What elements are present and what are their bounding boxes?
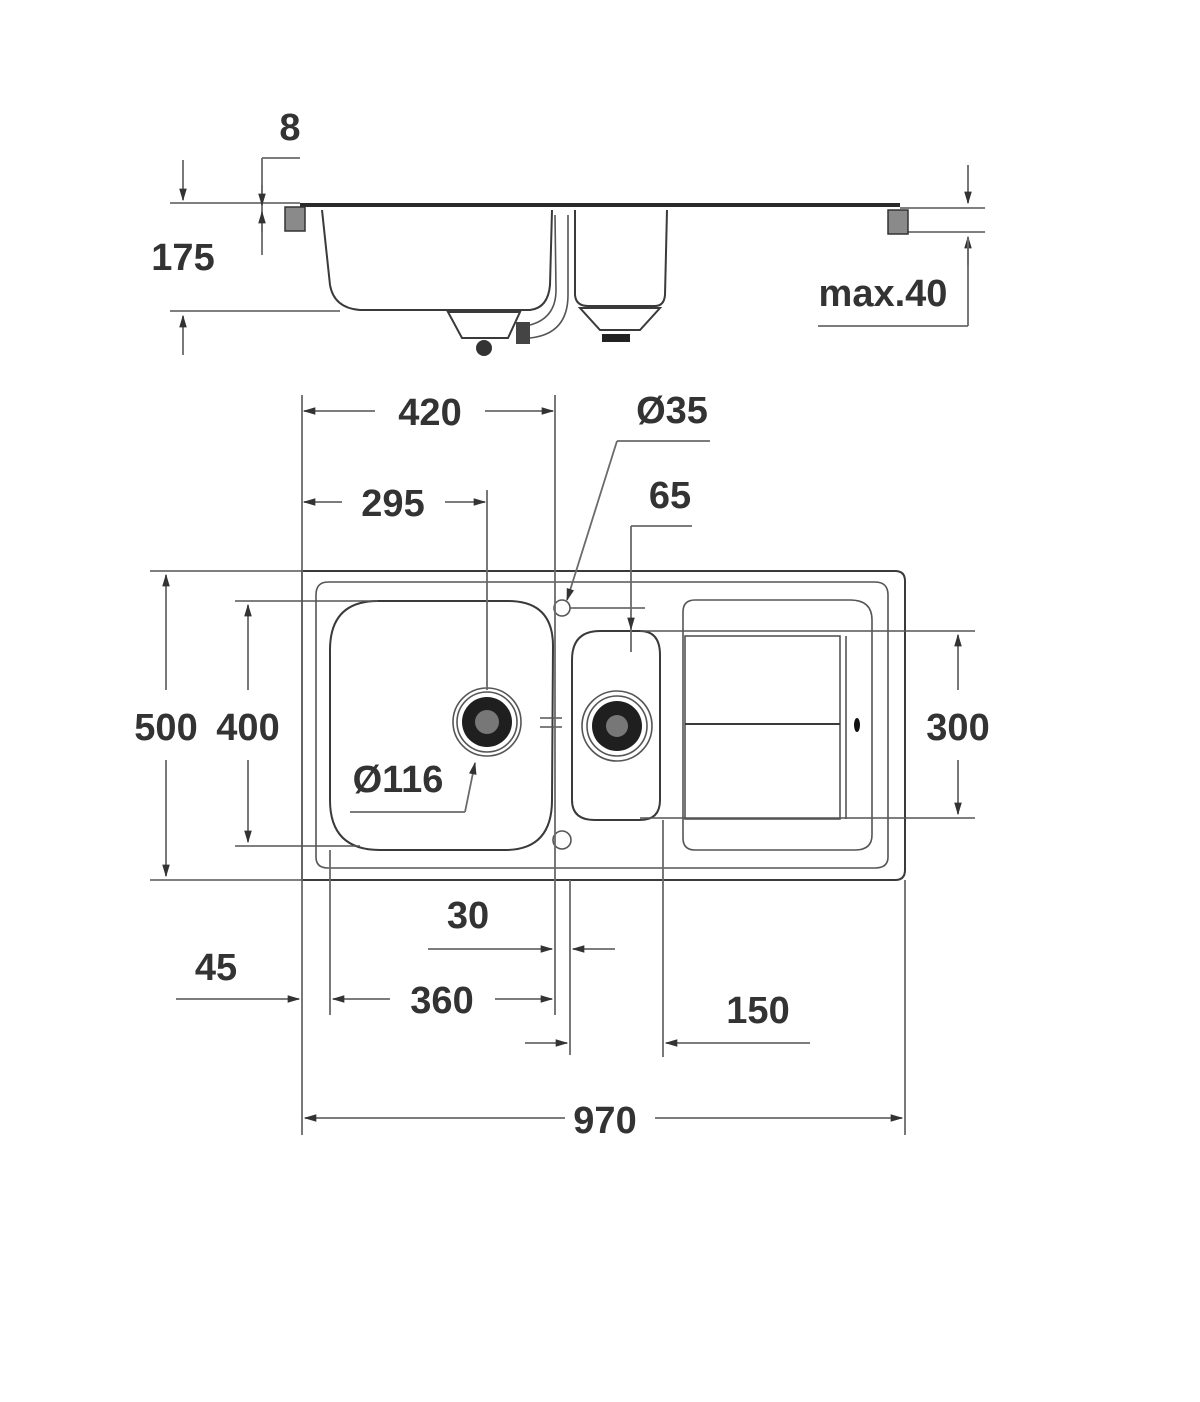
overflow-hole bbox=[552, 830, 572, 850]
main-drain bbox=[452, 687, 522, 757]
dim-overall-depth: 500 bbox=[134, 707, 197, 749]
dim-bowl-depth: 175 bbox=[151, 237, 214, 279]
dim-edge-margin: 45 bbox=[195, 947, 237, 989]
dim-worktop-max: max.40 bbox=[819, 273, 948, 315]
drainer-outlet bbox=[854, 718, 860, 732]
left-clamp-hatch bbox=[284, 206, 306, 232]
dim-overall-width: 970 bbox=[573, 1100, 636, 1142]
plan-view: 420 295 Ø35 65 500 400 Ø116 bbox=[134, 390, 989, 1142]
second-bowl-profile bbox=[574, 209, 668, 307]
dim-drainer-width: 300 bbox=[926, 707, 989, 749]
dim-tap-hole: Ø35 bbox=[636, 390, 708, 432]
sink-outer-outline bbox=[301, 570, 906, 881]
dim-rim-thickness: 8 bbox=[279, 107, 300, 149]
dim-main-drain-offset: 295 bbox=[361, 483, 424, 525]
dim-main-bowl-depth: 400 bbox=[216, 707, 279, 749]
dim-second-bowl-to-drainer: 150 bbox=[726, 990, 789, 1032]
second-waste-fitting bbox=[577, 307, 663, 331]
second-drain bbox=[581, 690, 653, 762]
dim-drain-diameter: Ø116 bbox=[353, 759, 444, 801]
sink-inner-rim bbox=[315, 581, 889, 869]
main-waste-fitting bbox=[446, 311, 522, 339]
main-waste-outlet bbox=[476, 340, 492, 356]
dim-main-bowl-width: 360 bbox=[410, 980, 473, 1022]
right-clamp-hatch bbox=[887, 209, 909, 235]
dim-main-bowl-outer: 420 bbox=[398, 392, 461, 434]
drainer-area bbox=[682, 599, 873, 851]
dim-second-drain-offset: 65 bbox=[649, 475, 691, 517]
side-view: 8 175 max.40 bbox=[151, 107, 985, 356]
main-bowl bbox=[329, 600, 555, 851]
second-bowl bbox=[571, 630, 661, 821]
overflow-pipe bbox=[529, 214, 557, 326]
tap-hole bbox=[553, 599, 571, 617]
drainer-ribs bbox=[684, 635, 841, 820]
dim-bowl-gap: 30 bbox=[447, 895, 489, 937]
main-bowl-profile bbox=[321, 209, 553, 311]
